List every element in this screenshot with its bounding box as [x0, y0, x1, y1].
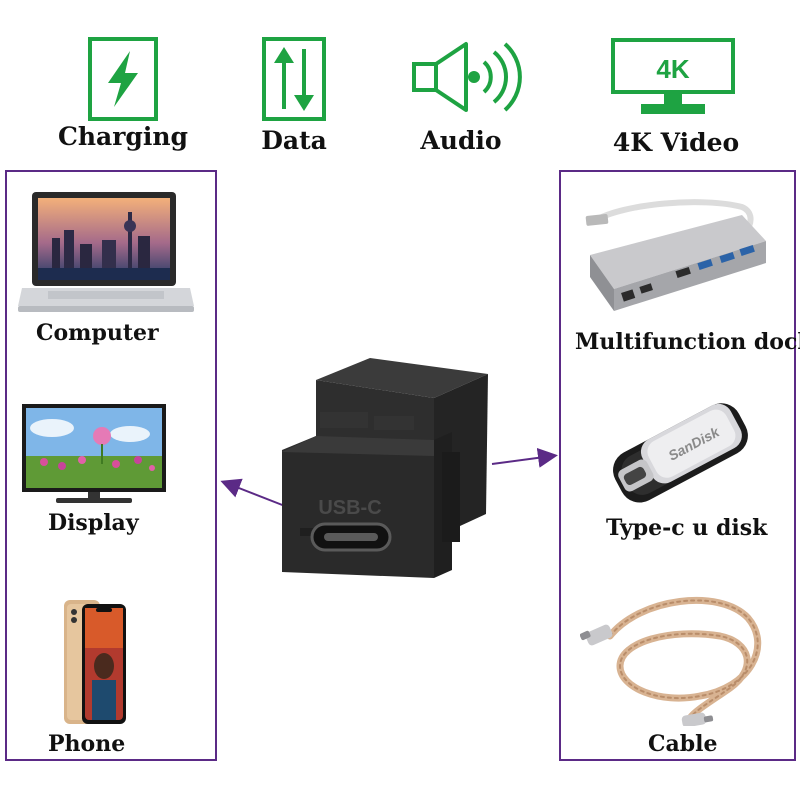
- product-area: USB-C: [220, 358, 558, 578]
- usb-c-port-text: USB-C: [318, 497, 381, 519]
- usb-drive-image: SanDisk: [613, 403, 748, 503]
- cable-label: Cable: [648, 731, 718, 757]
- usb-disk-label: Type-c u disk: [606, 515, 768, 541]
- audio-label: Audio: [420, 126, 502, 155]
- charging-icon: [88, 37, 158, 121]
- dock-image: [585, 199, 766, 311]
- data-transfer-icon: [262, 37, 326, 121]
- speaker-icon: [412, 42, 522, 112]
- computer-label: Computer: [36, 320, 159, 346]
- phone-image: [64, 600, 126, 724]
- laptop-image: [18, 192, 194, 312]
- tv-image: [22, 404, 166, 503]
- data-label: Data: [261, 126, 327, 155]
- arrow-left: [220, 478, 291, 509]
- monitor-4k-text: 4K: [656, 54, 689, 84]
- display-label: Display: [48, 510, 139, 536]
- charging-label: Charging: [57, 122, 189, 151]
- arrow-right: [491, 447, 558, 468]
- monitor-icon: 4K: [611, 38, 735, 114]
- video-label: 4K Video: [612, 128, 740, 157]
- cable-image: [580, 597, 762, 726]
- usb-c-keystone-module: USB-C: [282, 358, 488, 578]
- phone-label: Phone: [48, 731, 126, 757]
- dock-label: Multifunction dock: [575, 329, 800, 355]
